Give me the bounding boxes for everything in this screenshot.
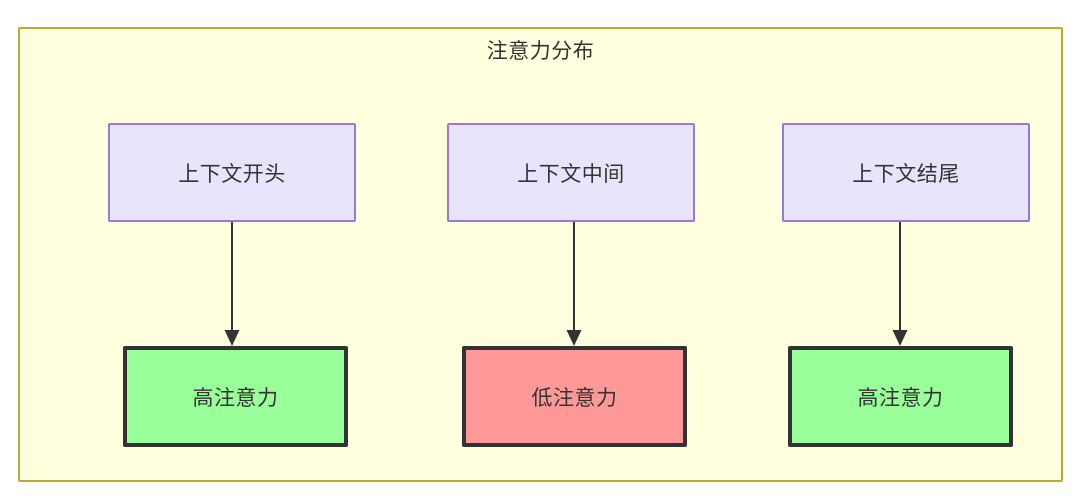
node-high-attention-end[interactable]: 高注意力: [788, 346, 1013, 447]
subgraph-title: 注意力分布: [486, 40, 595, 63]
arrow-down-icon: [566, 222, 582, 346]
node-low-attention-middle[interactable]: 低注意力: [462, 346, 687, 447]
node-context-end[interactable]: 上下文结尾: [782, 123, 1030, 222]
arrow-context-beginning-to-attention: [223, 222, 241, 347]
node-context-middle[interactable]: 上下文中间: [447, 123, 695, 222]
arrow-context-middle-to-attention: [565, 222, 583, 347]
arrow-down-icon: [224, 222, 240, 346]
node-context-beginning[interactable]: 上下文开头: [108, 123, 356, 222]
node-high-attention-beginning[interactable]: 高注意力: [123, 346, 348, 447]
arrow-context-end-to-attention: [891, 222, 909, 347]
attention-distribution-subgraph: 注意力分布 上下文开头 上下文中间 上下文结尾 高注意力 低注: [18, 27, 1063, 482]
arrow-down-icon: [892, 222, 908, 346]
